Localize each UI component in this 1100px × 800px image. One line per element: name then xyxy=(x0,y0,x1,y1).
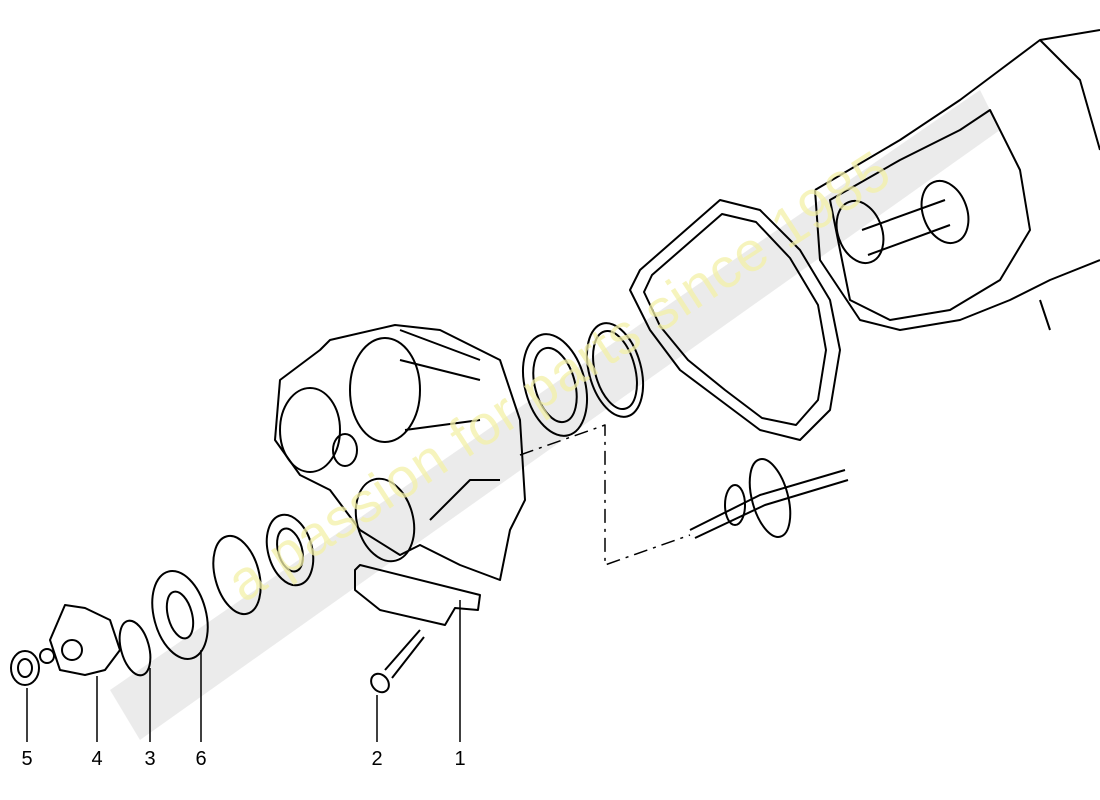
bearing xyxy=(522,333,588,437)
bracket xyxy=(354,564,481,626)
watermark-logo xyxy=(110,90,1000,740)
callout-4: 4 xyxy=(91,748,103,770)
cover-housing xyxy=(274,324,526,581)
screw xyxy=(370,629,425,694)
oil-seal xyxy=(265,513,315,587)
callout-3: 3 xyxy=(144,748,156,770)
gasket xyxy=(629,199,841,441)
flange-cover xyxy=(49,604,121,676)
leader-lines xyxy=(26,600,461,742)
o-ring xyxy=(118,619,152,677)
retaining-ring xyxy=(585,322,645,418)
shaft xyxy=(689,458,849,539)
callout-6: 6 xyxy=(195,748,207,770)
cap-nut xyxy=(10,650,40,686)
callout-1: 1 xyxy=(454,748,466,770)
snap-ring xyxy=(212,534,262,616)
washer xyxy=(39,648,55,664)
shaft-seal xyxy=(151,570,209,660)
callout-5: 5 xyxy=(21,748,33,770)
transmission-housing xyxy=(814,29,1100,331)
callout-2: 2 xyxy=(371,748,383,770)
